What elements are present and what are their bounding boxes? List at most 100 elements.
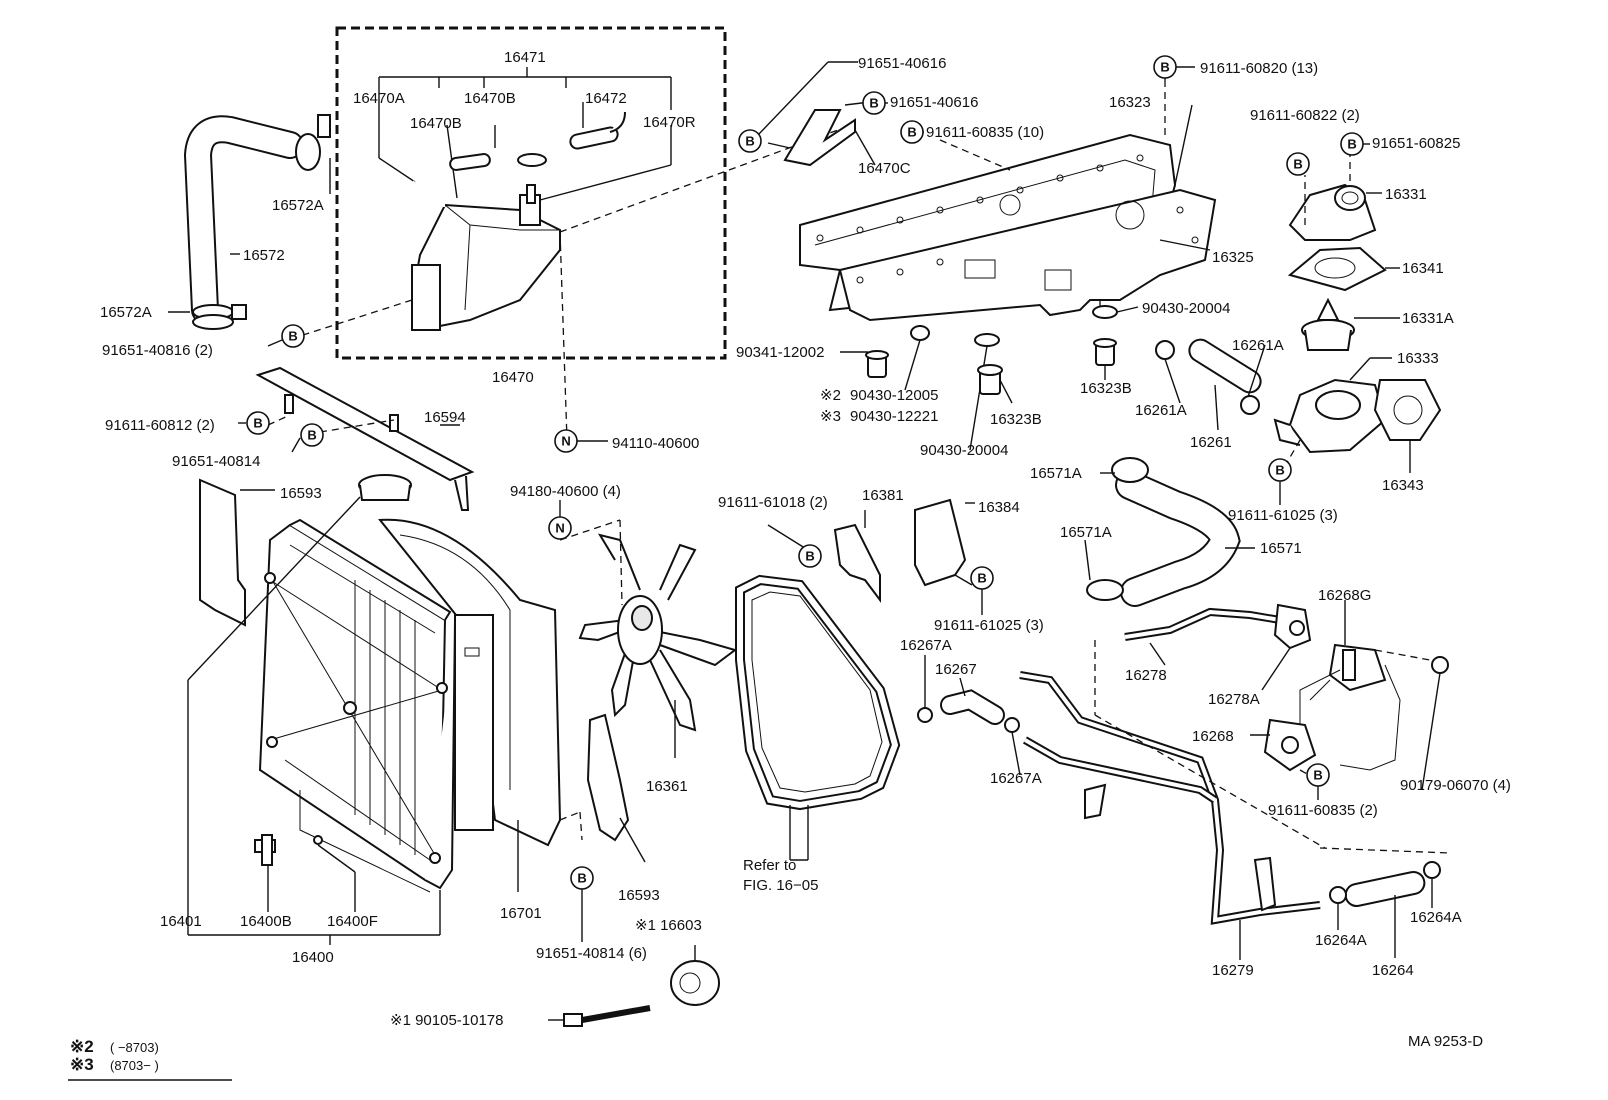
label-16331A: 16331A — [1402, 310, 1454, 327]
bracket-16381 — [833, 523, 881, 603]
heater-pipe — [1019, 671, 1321, 925]
part-labels: 16471 16470A 16470B 16470B 16472 16470R … — [100, 49, 1511, 1029]
label-16261A-a: 16261A — [1232, 337, 1284, 354]
svg-text:B: B — [307, 428, 316, 443]
label-16384: 16384 — [978, 499, 1020, 516]
label-16261A-b: 16261A — [1135, 402, 1187, 419]
marker-b-91611-61018: B — [798, 544, 822, 568]
marker-b-91611-60835-10: B — [900, 120, 924, 144]
svg-text:B: B — [1347, 137, 1356, 152]
label-16400F: 16400F — [327, 913, 378, 930]
baffle-plate-16594 — [255, 366, 475, 511]
label-91651-40616-b: 91651-40616 — [890, 94, 978, 111]
label-16325: 16325 — [1212, 249, 1254, 266]
water-outlet-housing — [799, 133, 1217, 322]
marker-n-94110-40600: N — [554, 429, 578, 453]
marker-b-91611-60822: B — [1286, 152, 1310, 176]
label-94110-40600: 94110-40600 — [612, 435, 699, 452]
drain-cock-16400B — [254, 834, 276, 866]
svg-text:B: B — [907, 125, 916, 140]
marker-b-91651-40616-b: B — [862, 91, 886, 115]
cooling-fan — [578, 533, 738, 732]
fan-shroud — [378, 518, 562, 847]
label-16470A: 16470A — [353, 90, 405, 107]
label-16470B-b: 16470B — [410, 115, 462, 132]
label-16471: 16471 — [504, 49, 546, 66]
label-refer-2: FIG. 16−05 — [743, 877, 818, 894]
label-16323B-b: 16323B — [1080, 380, 1132, 397]
label-91611-61025-3a: 91611-61025 (3) — [1228, 507, 1338, 524]
valve-flange-16278A — [1273, 603, 1312, 650]
label-16267: 16267 — [935, 661, 977, 678]
marker-b-91611-60820: B — [1153, 55, 1177, 79]
bracket-16384 — [914, 498, 967, 587]
legend: ※2 ( −8703) ※3 (8703− ) — [68, 1037, 232, 1081]
thermostat-housing — [1273, 378, 1387, 454]
label-16343: 16343 — [1382, 477, 1424, 494]
label-16278A: 16278A — [1208, 691, 1260, 708]
label-91611-60822: 91611-60822 (2) — [1250, 107, 1360, 124]
marker-b-91651-40816: B — [281, 324, 305, 348]
drain-oring-16400F — [313, 835, 323, 845]
label-16267A-b: 16267A — [990, 770, 1042, 787]
water-inlet-16331 — [1288, 183, 1377, 241]
heater-hose-16267 — [917, 689, 1020, 733]
reservoir-tank — [410, 184, 561, 332]
label-16400B: 16400B — [240, 913, 292, 930]
label-16571A-b: 16571A — [1060, 524, 1112, 541]
gasket-16341 — [1287, 246, 1387, 292]
label-16264A-b: 16264A — [1410, 909, 1462, 926]
label-16572: 16572 — [243, 247, 285, 264]
label-16593-a: 16593 — [280, 485, 322, 502]
gasket-90430-12221 — [974, 333, 1000, 347]
svg-text:B: B — [869, 96, 878, 111]
label-mark2: ※2 — [820, 387, 841, 404]
label-16267A-a: 16267A — [900, 637, 952, 654]
label-16571A-a: 16571A — [1030, 465, 1082, 482]
label-16261: 16261 — [1190, 434, 1232, 451]
label-16268G: 16268G — [1318, 587, 1371, 604]
label-91611-60835-2: 91611-60835 (2) — [1268, 802, 1378, 819]
upper-radiator-hose — [183, 114, 331, 330]
clip-90179 — [1431, 656, 1449, 674]
marker-b-91611-60835-2: B — [1306, 763, 1330, 787]
radiator — [258, 518, 456, 893]
label-90430-20004-b: 90430-20004 — [920, 442, 1008, 459]
label-91651-40816: 91651-40816 (2) — [102, 342, 213, 359]
label-91611-60812: 91611-60812 (2) — [105, 417, 215, 434]
svg-text:B: B — [1275, 463, 1284, 478]
label-16470: 16470 — [492, 369, 534, 386]
label-90179-06070: 90179-06070 (4) — [1400, 777, 1511, 794]
label-90430-20004-a: 90430-20004 — [1142, 300, 1230, 317]
svg-text:B: B — [745, 134, 754, 149]
label-16361: 16361 — [646, 778, 688, 795]
label-16701: 16701 — [500, 905, 542, 922]
label-90341-12002: 90341-12002 — [736, 344, 824, 361]
gasket-90430-12005 — [910, 325, 930, 341]
label-16470B-a: 16470B — [464, 90, 516, 107]
label-16333: 16333 — [1397, 350, 1439, 367]
legend-range-3: (8703− ) — [110, 1058, 159, 1073]
label-16472: 16472 — [585, 90, 627, 107]
marker-b-91611-60812: B — [246, 411, 270, 435]
reservoir-group-box — [335, 26, 727, 360]
side-seal-16593-left — [199, 478, 246, 627]
label-16572A-top: 16572A — [272, 197, 324, 214]
idler-bolt — [563, 1005, 651, 1027]
label-16401: 16401 — [160, 913, 202, 930]
svg-text:B: B — [253, 416, 262, 431]
label-91651-40814-6: 91651-40814 (6) — [536, 945, 647, 962]
marker-n-94180-40600: N — [548, 516, 572, 540]
lower-radiator-hose — [1086, 457, 1241, 607]
label-16278: 16278 — [1125, 667, 1167, 684]
label-16331: 16331 — [1385, 186, 1427, 203]
marker-b-91651-40814: B — [300, 423, 324, 447]
label-91611-61025-3b: 91611-61025 (3) — [934, 617, 1044, 634]
svg-text:B: B — [805, 549, 814, 564]
label-16264A-a: 16264A — [1315, 932, 1367, 949]
label-91611-60835-10: 91611-60835 (10) — [926, 124, 1044, 141]
water-pipe-16278 — [1124, 607, 1281, 641]
legend-mark-2: ※2 — [70, 1037, 94, 1056]
svg-text:N: N — [561, 434, 570, 449]
